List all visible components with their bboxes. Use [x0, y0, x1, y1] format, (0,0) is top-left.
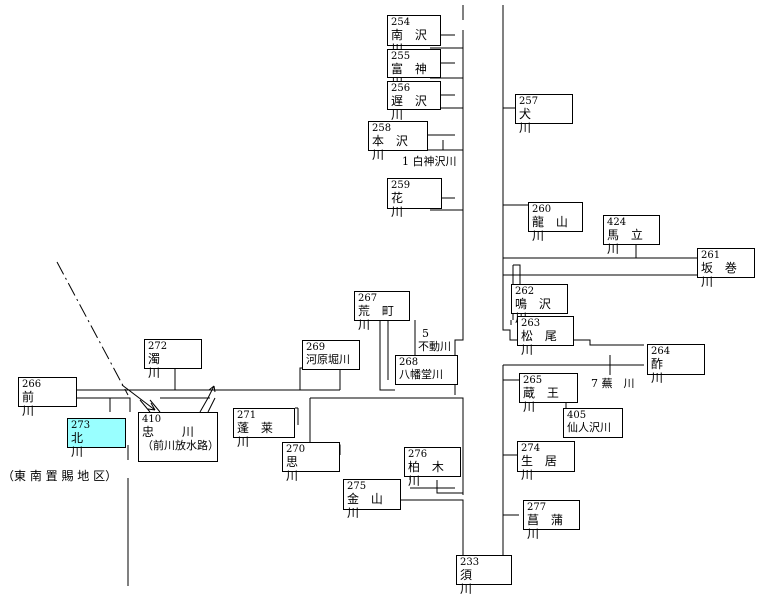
label-kabura: 7 蕪 川 — [591, 377, 635, 390]
label-fudo-number: 5 — [422, 327, 429, 340]
label-region: （東 南 置 賜 地 区） — [2, 469, 118, 483]
label-shirokamisawa: 1 白神沢川 — [402, 155, 457, 168]
label-fudo: 不動川 — [418, 340, 451, 353]
